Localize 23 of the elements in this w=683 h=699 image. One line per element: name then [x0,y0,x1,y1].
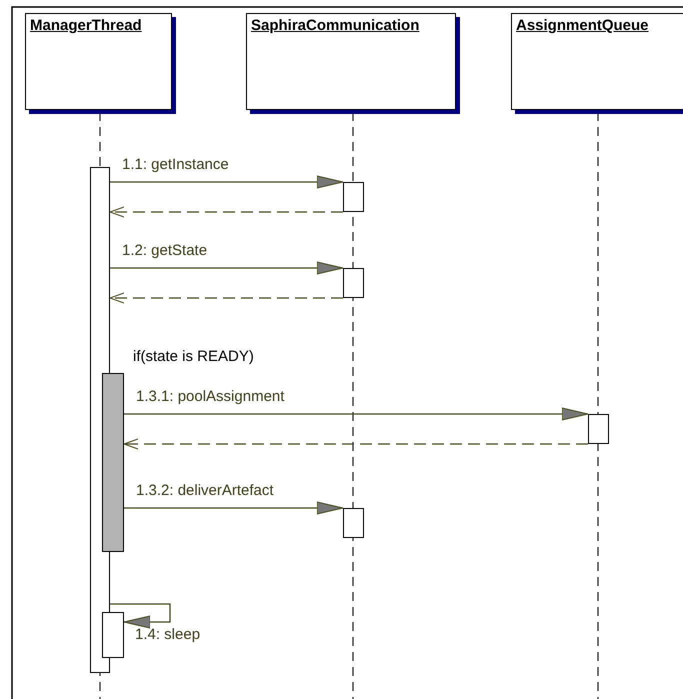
guard-condition: if(state is READY) [133,348,254,365]
object-name: ManagerThread [30,17,142,34]
message-label: 1.3.1: poolAssignment [136,388,284,405]
message-label: 1.1: getInstance [122,156,229,173]
object-name: AssignmentQueue [516,17,649,34]
activation-bar [343,508,364,538]
message-arrow [110,176,344,188]
activation-bar [588,414,609,444]
message-label: 1.4: sleep [135,626,200,643]
message-arrow [124,502,344,514]
activation-bar [102,373,124,552]
message-arrow [110,603,171,628]
activation-bar [343,268,364,298]
activation-bar [102,612,124,658]
message-arrow [110,206,343,218]
message-label: 1.3.2: deliverArtefact [136,482,274,499]
message-arrow [124,408,588,420]
message-label: 1.2: getState [122,242,208,259]
message-arrow [110,292,343,304]
message-arrow [124,438,588,450]
object-name: SaphiraCommunication [251,17,420,34]
message-arrow [110,262,344,274]
activation-bar [343,182,364,212]
